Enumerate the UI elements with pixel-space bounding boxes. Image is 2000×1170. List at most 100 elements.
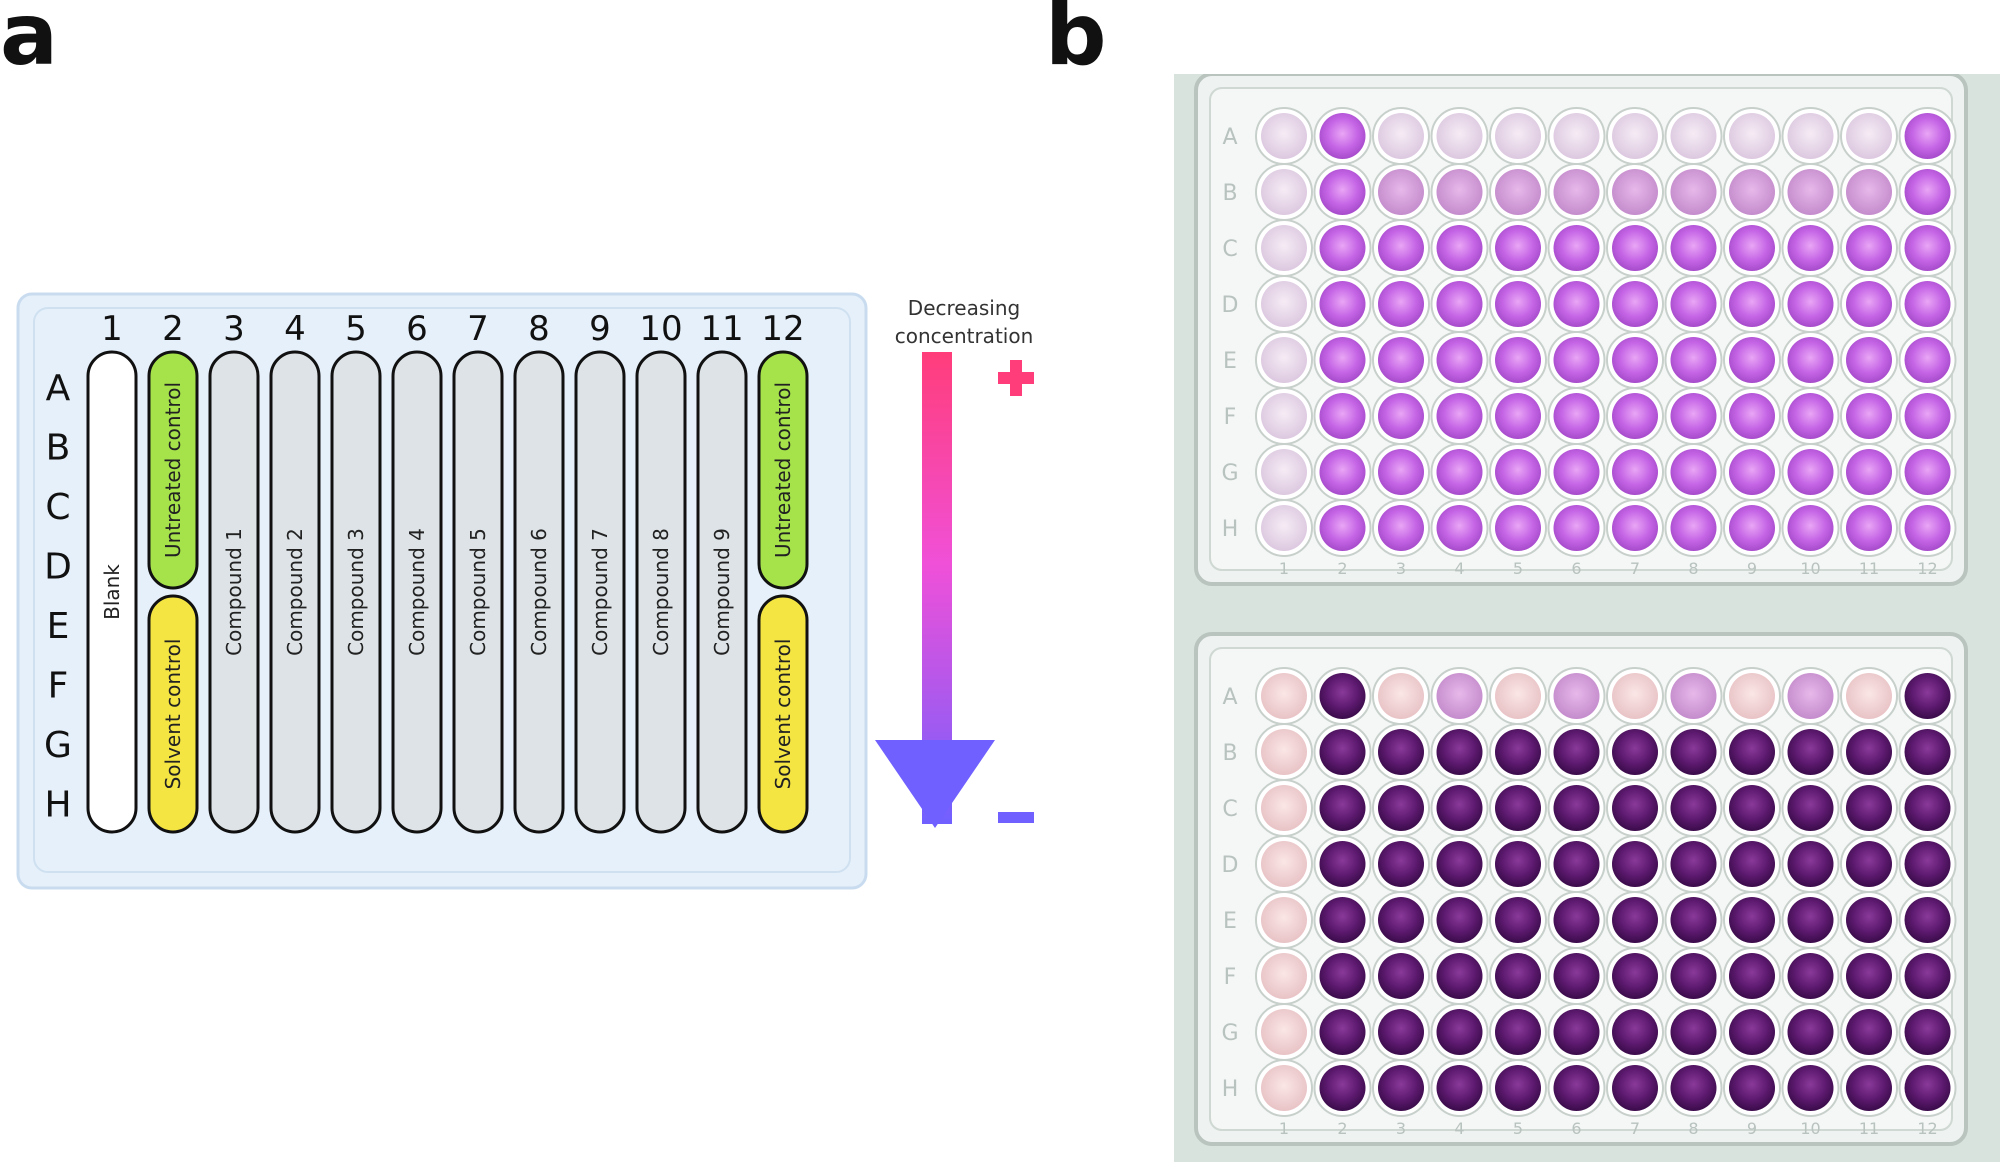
well (1319, 113, 1366, 159)
well (1904, 337, 1951, 383)
well (1729, 729, 1775, 775)
well (1495, 505, 1541, 551)
well (1495, 337, 1541, 383)
well (1670, 673, 1717, 719)
well (1904, 113, 1951, 159)
well (1495, 953, 1541, 999)
well (1436, 169, 1483, 215)
plate-column-number: 3 (1396, 1119, 1406, 1138)
well (1319, 337, 1366, 383)
compound-lane-label: Compound 2 (283, 528, 307, 656)
well (1670, 281, 1717, 327)
well (1846, 113, 1892, 159)
well (1261, 393, 1307, 439)
compound-lane (208, 350, 260, 834)
well (1787, 113, 1834, 159)
well (1904, 785, 1951, 831)
well (1612, 897, 1658, 943)
well (1787, 281, 1834, 327)
well (1670, 113, 1717, 159)
well (1729, 841, 1775, 887)
well (1904, 393, 1951, 439)
untreated-control-lane-label: Untreated control (161, 382, 185, 558)
well (1553, 841, 1600, 887)
well (1846, 449, 1892, 495)
untreated-control-lane (147, 350, 199, 590)
well (1495, 841, 1541, 887)
compound-lane (452, 350, 504, 834)
plate-column-number: 2 (1337, 1119, 1347, 1138)
plate-column-number: 1 (1279, 559, 1289, 578)
row-letter: B (46, 428, 71, 469)
well (1612, 953, 1658, 999)
well (1261, 113, 1307, 159)
well (1495, 113, 1541, 159)
well (1787, 337, 1834, 383)
untreated-control-lane-label: Untreated control (771, 382, 795, 558)
well (1495, 169, 1541, 215)
solvent-control-lane (147, 594, 199, 834)
well (1495, 897, 1541, 943)
well (1846, 337, 1892, 383)
plate-column-number: 2 (1337, 559, 1347, 578)
minus-icon (998, 812, 1034, 823)
compound-lane-label: Compound 1 (222, 528, 246, 656)
well (1670, 1009, 1717, 1055)
plate-column-number: 3 (1396, 559, 1406, 578)
plate-row-letter: B (1222, 741, 1237, 766)
well (1436, 113, 1483, 159)
well (1904, 1065, 1951, 1111)
well (1670, 785, 1717, 831)
well (1904, 897, 1951, 943)
plate-column-number: 12 (1917, 1119, 1937, 1138)
plate-row-letter: H (1222, 1077, 1239, 1102)
compound-lane-label: Compound 4 (405, 528, 429, 656)
well (1670, 393, 1717, 439)
well (1846, 785, 1892, 831)
gradient-arrow-head (875, 740, 995, 828)
well (1904, 953, 1951, 999)
well (1612, 841, 1658, 887)
column-number: 9 (589, 309, 611, 349)
well (1670, 169, 1717, 215)
plate-column-number: 5 (1513, 1119, 1523, 1138)
well (1495, 673, 1541, 719)
well (1553, 505, 1600, 551)
well (1729, 673, 1775, 719)
plate-row-letter: C (1222, 797, 1237, 822)
well (1378, 113, 1424, 159)
plate-column-number: 11 (1859, 559, 1879, 578)
compound-lane (574, 350, 626, 834)
well (1436, 729, 1483, 775)
well (1670, 337, 1717, 383)
well (1495, 1065, 1541, 1111)
well (1729, 393, 1775, 439)
compound-lane-label: Compound 8 (649, 528, 673, 656)
well (1787, 729, 1834, 775)
column-number: 12 (761, 309, 804, 349)
well (1553, 897, 1600, 943)
well (1904, 169, 1951, 215)
column-number: 1 (101, 309, 123, 349)
row-letter: F (48, 666, 69, 707)
well (1787, 953, 1834, 999)
plate-row-letter: D (1222, 293, 1239, 318)
well (1319, 953, 1366, 999)
well (1553, 673, 1600, 719)
well (1729, 449, 1775, 495)
well (1846, 841, 1892, 887)
well (1261, 449, 1307, 495)
column-number: 4 (284, 309, 306, 349)
compound-lane-label: Compound 6 (527, 528, 551, 656)
well (1319, 225, 1366, 271)
well (1846, 1065, 1892, 1111)
well (1846, 169, 1892, 215)
well (1904, 505, 1951, 551)
well (1436, 393, 1483, 439)
well (1261, 673, 1307, 719)
column-number: 2 (162, 309, 184, 349)
well (1787, 1009, 1834, 1055)
compound-lane (330, 350, 382, 834)
well (1553, 953, 1600, 999)
